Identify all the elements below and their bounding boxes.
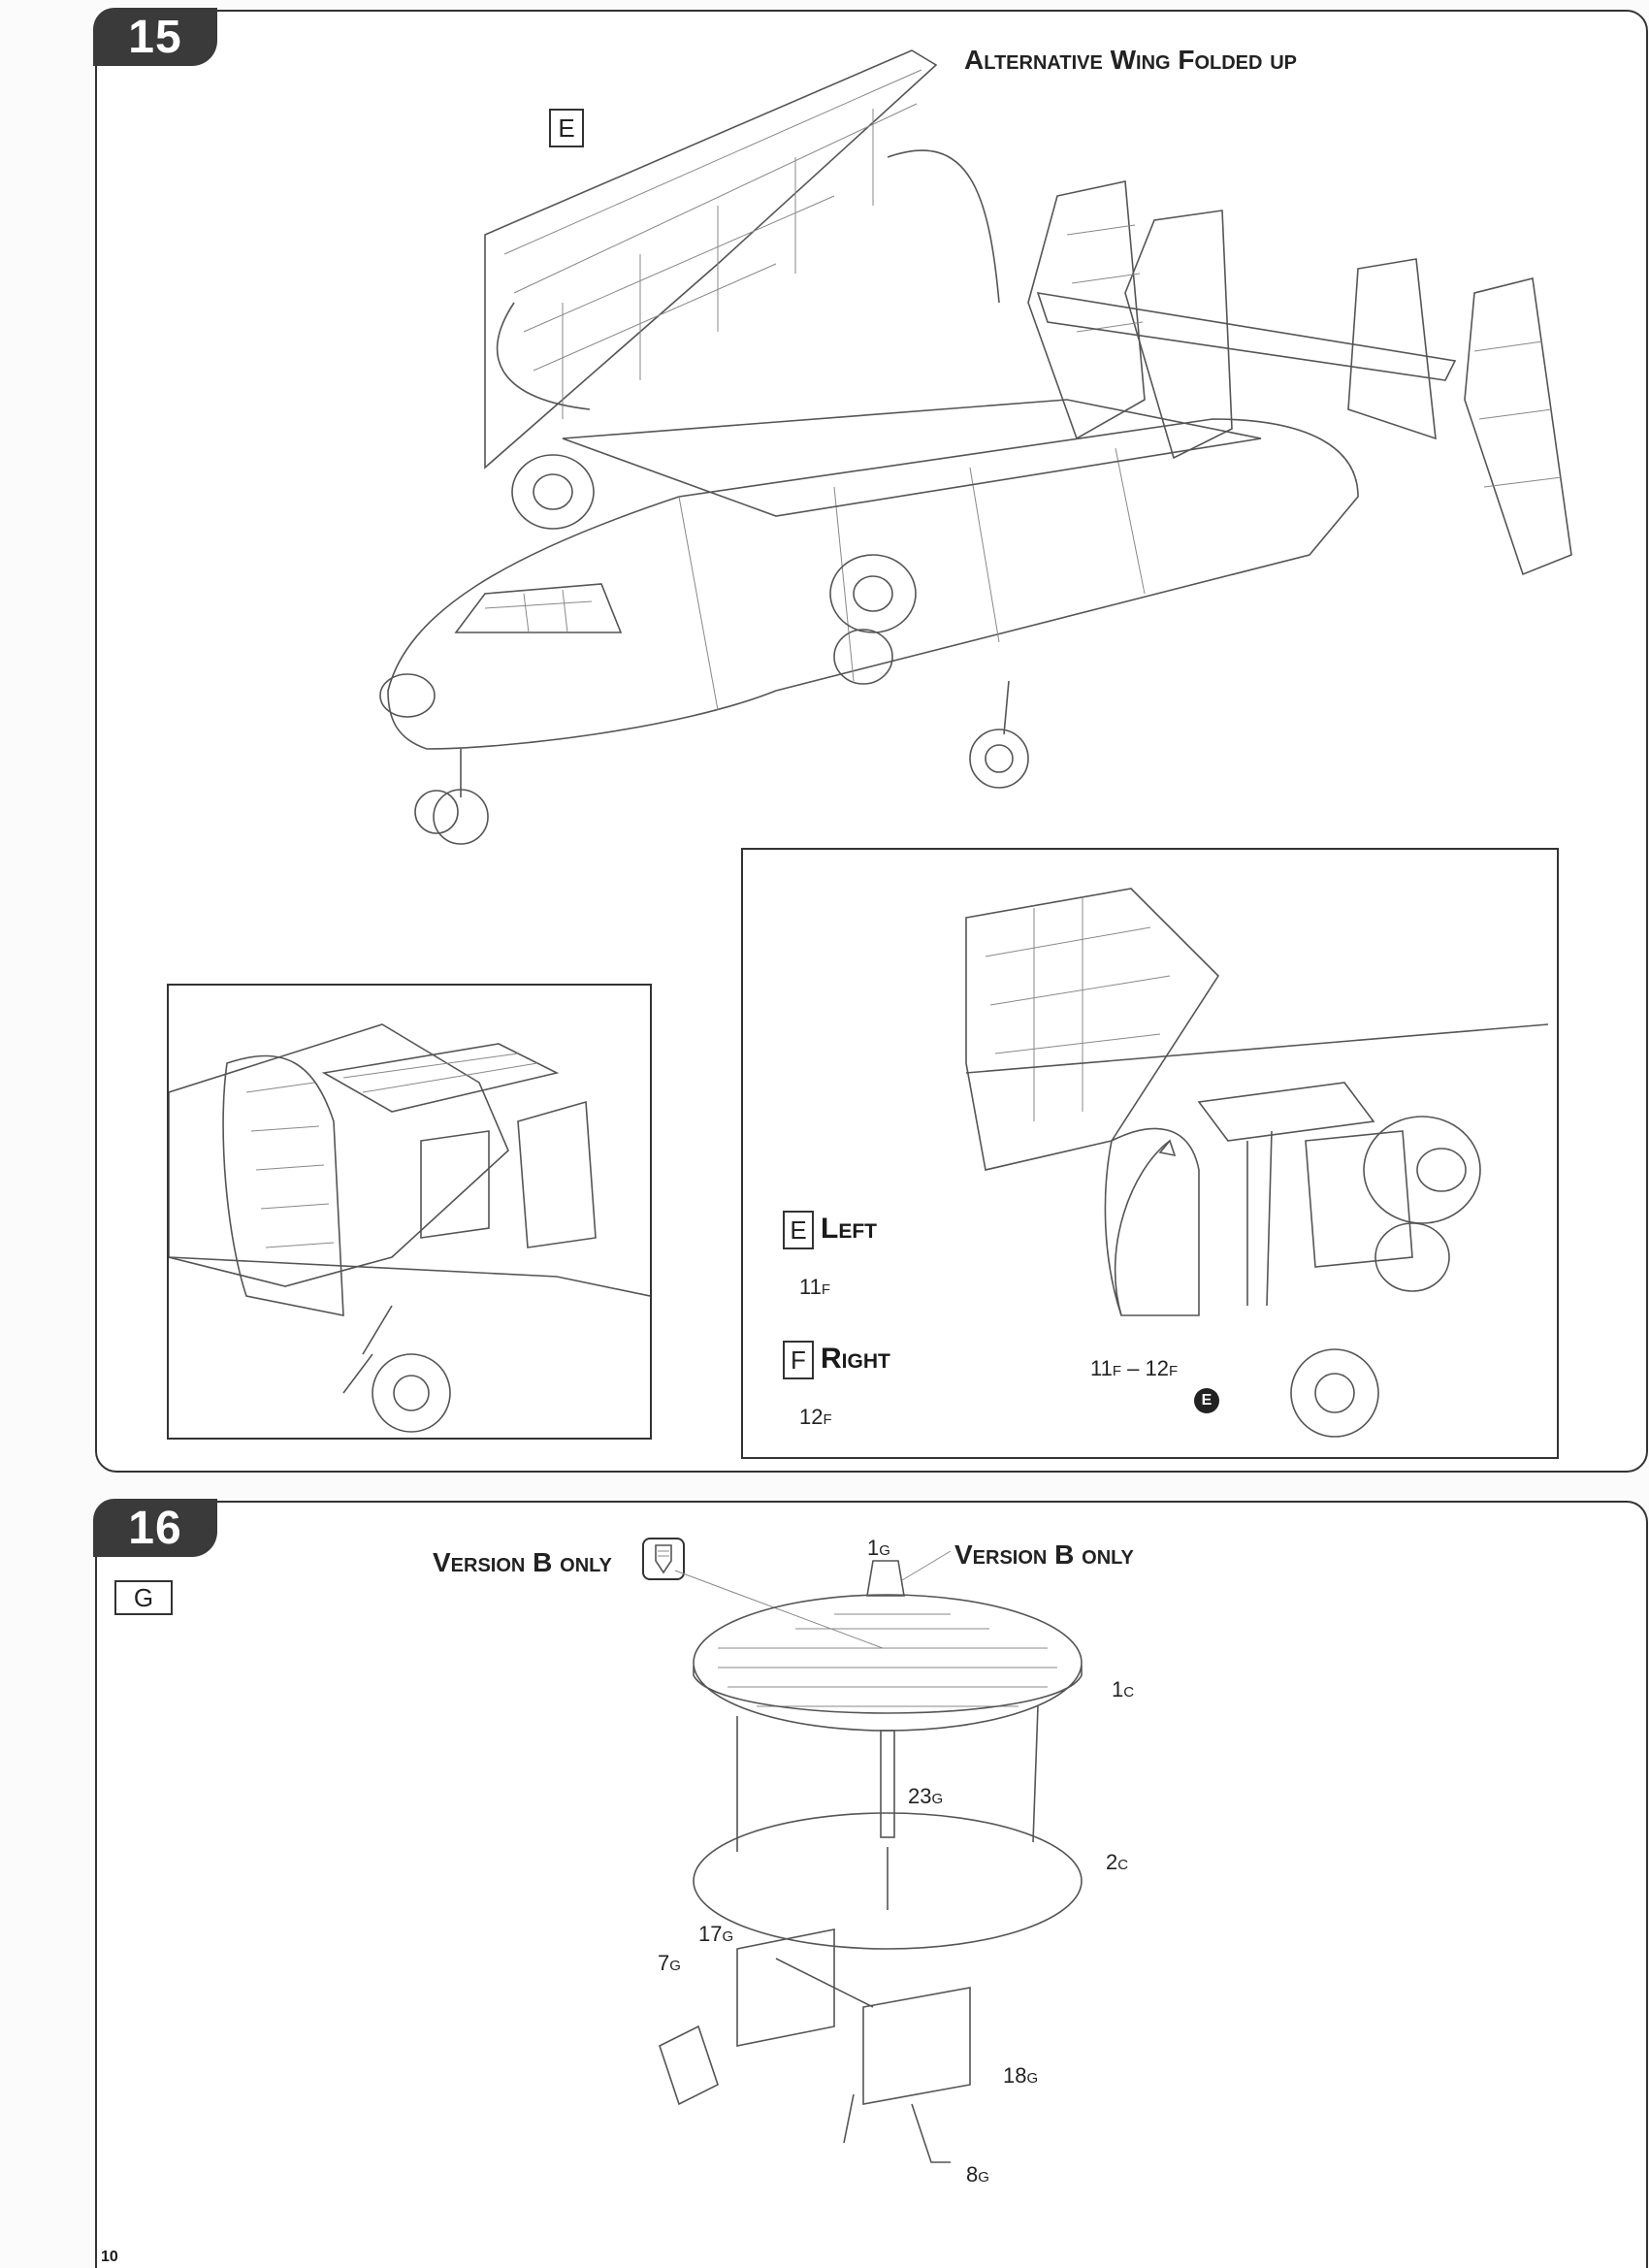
detail-left-illustration — [169, 1023, 650, 1433]
callout-marker: E — [1194, 1388, 1219, 1413]
callout-part-range: 11F – 12F — [1090, 1356, 1179, 1380]
version-b-icon — [642, 1538, 685, 1580]
aircraft-wing-fold-illustration — [379, 49, 1572, 845]
part-17g-label: 17G — [698, 1922, 734, 1946]
step-15-panel: 15 Alternative Wing Folded up E — [93, 8, 1648, 1473]
version-b-glyph — [655, 1544, 672, 1574]
part-2c-label: 2C — [1106, 1850, 1129, 1874]
step-title: Alternative Wing Folded up — [964, 45, 1298, 75]
detail-view-wing-fold-parts: E Left 11F F Right 12F 11F – 12F E — [741, 848, 1559, 1459]
detail-view-left-wing-hinge — [167, 984, 652, 1440]
right-part-box: F — [783, 1341, 814, 1379]
part-sprue-box: E — [549, 109, 584, 147]
part-1c-label: 1C — [1112, 1677, 1135, 1701]
page-number: 10 — [101, 2249, 118, 2265]
part-7g-label: 7G — [658, 1951, 681, 1975]
version-left-label: Version B only — [433, 1547, 612, 1577]
version-right-label: Version B only — [954, 1539, 1134, 1570]
detail-right-illustration — [965, 888, 1549, 1438]
right-label: Right — [821, 1343, 890, 1375]
radome-assembly-illustration — [659, 1550, 1083, 2163]
left-part-number: 11F — [799, 1275, 831, 1299]
right-part-number: 12F — [799, 1405, 832, 1429]
step-16-panel: 16 G Version B only Version B only 1G 1C… — [93, 1499, 1648, 2268]
left-part-box: E — [783, 1211, 814, 1249]
part-23g-label: 23G — [908, 1784, 944, 1808]
part-18g-label: 18G — [1003, 2063, 1039, 2088]
left-label: Left — [821, 1213, 877, 1245]
part-sprue-box: G — [114, 1580, 173, 1615]
step-number-badge: 16 — [93, 1499, 217, 1557]
step-number-badge: 15 — [93, 8, 217, 66]
part-1g-label: 1G — [867, 1536, 890, 1560]
part-8g-label: 8G — [966, 2162, 989, 2187]
